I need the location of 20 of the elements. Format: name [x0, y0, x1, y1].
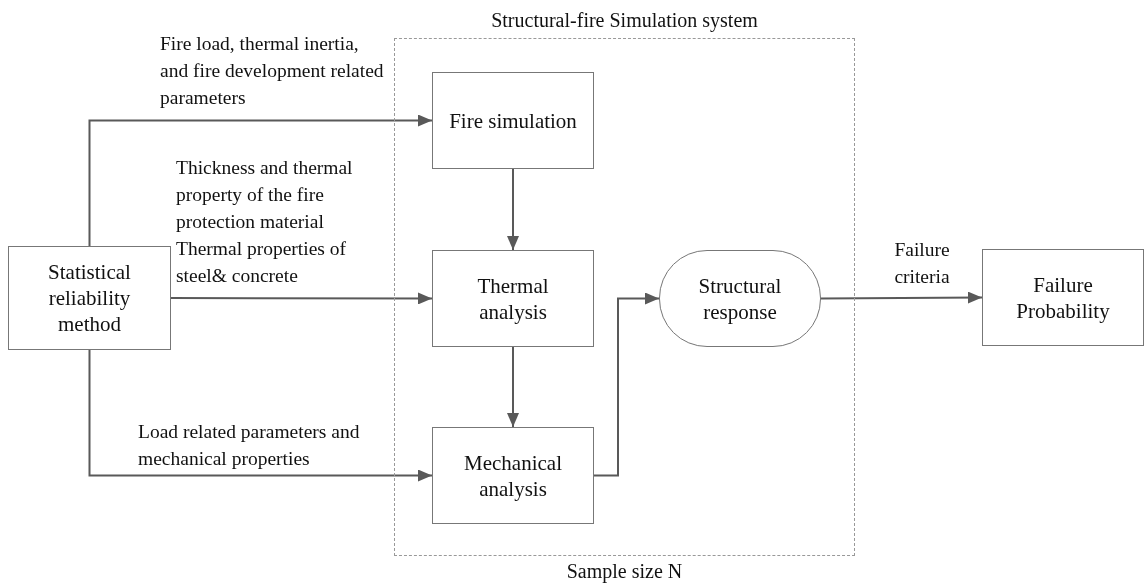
arrow	[88, 114, 433, 247]
node-text: Mechanical analysis	[463, 449, 563, 502]
process-box	[8, 246, 171, 350]
arrow	[507, 346, 519, 428]
node-text: Fire simulation	[448, 107, 578, 134]
process-box	[432, 427, 594, 524]
arrow	[88, 349, 433, 482]
process-box	[432, 72, 594, 169]
arrow	[507, 168, 519, 251]
frame-caption: Sample size N	[565, 559, 684, 584]
node-text: Structural response	[697, 272, 783, 325]
frame-title: Structural-fire Simulation system	[490, 8, 759, 33]
process-box	[432, 250, 594, 347]
node-text: Failure Probability	[1015, 271, 1111, 324]
process-box	[982, 249, 1144, 346]
arrow	[170, 292, 433, 305]
arrow	[593, 292, 660, 477]
arrow	[820, 291, 983, 304]
node-text: Thermal analysis	[476, 272, 550, 325]
node-text: Statistical reliability method	[47, 259, 132, 337]
